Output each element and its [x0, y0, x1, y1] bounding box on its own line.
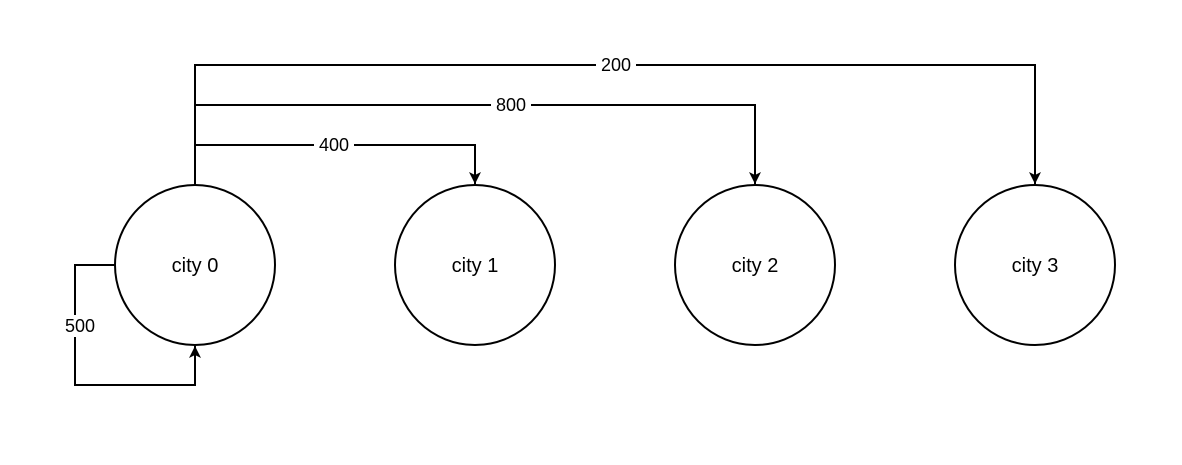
node-city-0[interactable]: city 0 [114, 184, 276, 346]
edge-label-bg [60, 315, 100, 337]
edge-city0-city2[interactable]: 800 [195, 94, 761, 184]
edge-weight-label: 800 [496, 95, 526, 115]
node-city-2[interactable]: city 2 [674, 184, 836, 346]
node-city-1[interactable]: city 1 [394, 184, 556, 346]
edge-city0-self-loop[interactable]: 500 [60, 264, 201, 386]
edge-weight-label: 200 [601, 55, 631, 75]
edge-weight-label: 500 [65, 316, 95, 336]
edge-label-bg [314, 134, 354, 156]
edge-city0-city3[interactable]: 200 [194, 54, 1041, 185]
node-label: city 0 [172, 255, 219, 277]
node-label: city 3 [1012, 255, 1059, 277]
node-label: city 2 [732, 255, 779, 277]
edge-city0-city1[interactable]: 400 [195, 134, 481, 184]
edge-weight-label: 400 [319, 135, 349, 155]
node-city-3[interactable]: city 3 [954, 184, 1116, 346]
edge-label-bg [491, 94, 531, 116]
node-label: city 1 [452, 255, 499, 277]
edge-label-bg [596, 54, 636, 76]
